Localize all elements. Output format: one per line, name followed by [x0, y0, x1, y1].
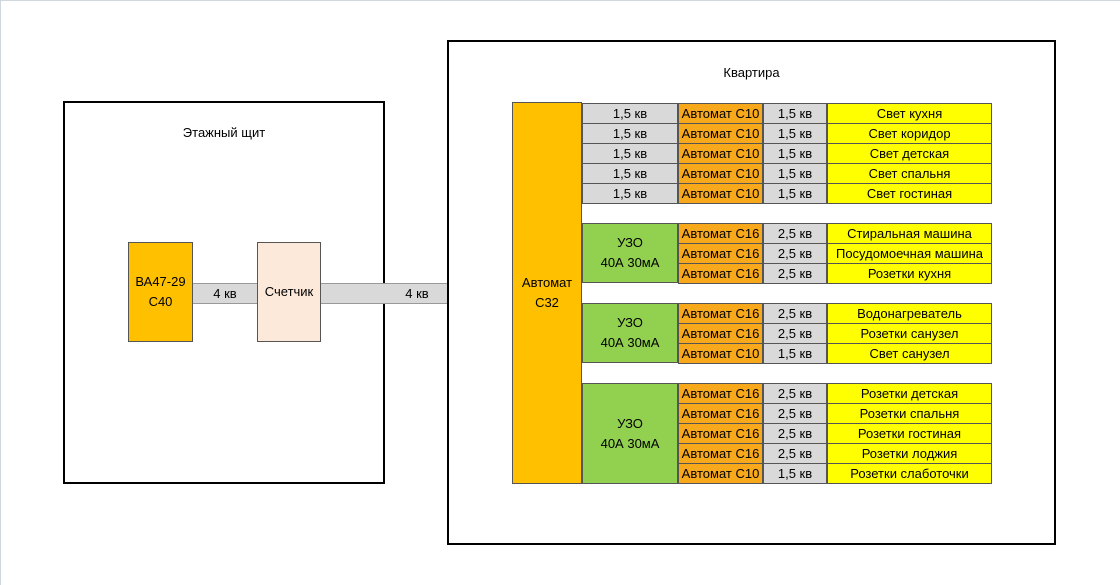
sheet-edge-top: [0, 0, 1120, 1]
rcd-rating: 40А 30мА: [600, 335, 660, 350]
circuit-breaker[interactable]: Автомат С10: [678, 143, 763, 164]
rcd-rating: 40А 30мА: [600, 255, 660, 270]
load-name: Свет гостиная: [827, 183, 992, 204]
wire-breaker-meter: 4 кв: [193, 283, 257, 304]
load-cable: 2,5 кв: [763, 443, 827, 464]
circuit-breaker[interactable]: Автомат С16: [678, 403, 763, 424]
feed-cable: 1,5 кв: [582, 183, 678, 204]
floor-panel-title: Этажный щит: [182, 125, 266, 140]
load-name: Розетки спальня: [827, 403, 992, 424]
circuit-breaker[interactable]: Автомат С16: [678, 423, 763, 444]
load-cable: 1,5 кв: [763, 163, 827, 184]
circuit-breaker[interactable]: Автомат С10: [678, 103, 763, 124]
load-name: Розетки санузел: [827, 323, 992, 344]
circuit-breaker[interactable]: Автомат С10: [678, 183, 763, 204]
load-cable: 2,5 кв: [763, 303, 827, 324]
sheet-edge-left: [0, 0, 1, 585]
circuit-breaker[interactable]: Автомат С10: [678, 463, 763, 484]
load-name: Водонагреватель: [827, 303, 992, 324]
load-cable: 2,5 кв: [763, 223, 827, 244]
electricity-meter-label: Счетчик: [264, 284, 314, 299]
circuit-breaker[interactable]: Автомат С10: [678, 343, 763, 364]
feed-cable: 1,5 кв: [582, 103, 678, 124]
load-cable: 2,5 кв: [763, 263, 827, 284]
load-cable: 2,5 кв: [763, 323, 827, 344]
circuit-breaker[interactable]: Автомат С16: [678, 443, 763, 464]
apartment-title: Квартира: [723, 65, 780, 80]
rcd-device[interactable]: УЗО 40А 30мА: [582, 383, 678, 484]
main-breaker[interactable]: Автомат С32: [512, 102, 582, 484]
rcd-label: УЗО: [617, 415, 643, 431]
load-cable: 1,5 кв: [763, 123, 827, 144]
rcd-label: УЗО: [617, 235, 643, 250]
rcd-rating: 40А 30мА: [600, 435, 660, 451]
load-name: Розетки детская: [827, 383, 992, 404]
load-cable: 1,5 кв: [763, 103, 827, 124]
load-name: Свет коридор: [827, 123, 992, 144]
input-breaker-model: ВА47-29: [135, 274, 186, 289]
load-name: Розетки слаботочки: [827, 463, 992, 484]
load-cable: 1,5 кв: [763, 183, 827, 204]
load-cable: 1,5 кв: [763, 463, 827, 484]
load-cable: 2,5 кв: [763, 403, 827, 424]
load-name: Свет санузел: [827, 343, 992, 364]
load-cable: 1,5 кв: [763, 143, 827, 164]
load-name: Посудомоечная машина: [827, 243, 992, 264]
circuit-breaker[interactable]: Автомат С10: [678, 163, 763, 184]
load-name: Стиральная машина: [827, 223, 992, 244]
input-breaker-rating: С40: [148, 294, 173, 309]
rcd-device[interactable]: УЗО 40А 30мА: [582, 303, 678, 363]
load-cable: 2,5 кв: [763, 423, 827, 444]
circuit-breaker[interactable]: Автомат С16: [678, 383, 763, 404]
load-cable: 2,5 кв: [763, 383, 827, 404]
circuit-breaker[interactable]: Автомат С16: [678, 303, 763, 324]
feed-cable: 1,5 кв: [582, 143, 678, 164]
wire-breaker-meter-label: 4 кв: [213, 286, 237, 301]
main-breaker-rating: С32: [535, 295, 559, 310]
circuit-breaker[interactable]: Автомат С16: [678, 243, 763, 264]
rcd-device[interactable]: УЗО 40А 30мА: [582, 223, 678, 283]
load-name: Свет детская: [827, 143, 992, 164]
wire-meter-main-label: 4 кв: [405, 286, 429, 301]
circuit-breaker[interactable]: Автомат С16: [678, 223, 763, 244]
rcd-label: УЗО: [617, 315, 643, 330]
main-breaker-label: Автомат: [521, 275, 573, 290]
load-cable: 2,5 кв: [763, 243, 827, 264]
load-name: Свет спальня: [827, 163, 992, 184]
load-name: Розетки кухня: [827, 263, 992, 284]
load-cable: 1,5 кв: [763, 343, 827, 364]
circuit-breaker[interactable]: Автомат С10: [678, 123, 763, 144]
electricity-meter[interactable]: Счетчик: [257, 242, 321, 342]
load-name: Свет кухня: [827, 103, 992, 124]
load-name: Розетки гостиная: [827, 423, 992, 444]
circuit-breaker[interactable]: Автомат С16: [678, 323, 763, 344]
feed-cable: 1,5 кв: [582, 163, 678, 184]
load-name: Розетки лоджия: [827, 443, 992, 464]
input-breaker[interactable]: ВА47-29 С40: [128, 242, 193, 342]
circuit-breaker[interactable]: Автомат С16: [678, 263, 763, 284]
feed-cable: 1,5 кв: [582, 123, 678, 144]
